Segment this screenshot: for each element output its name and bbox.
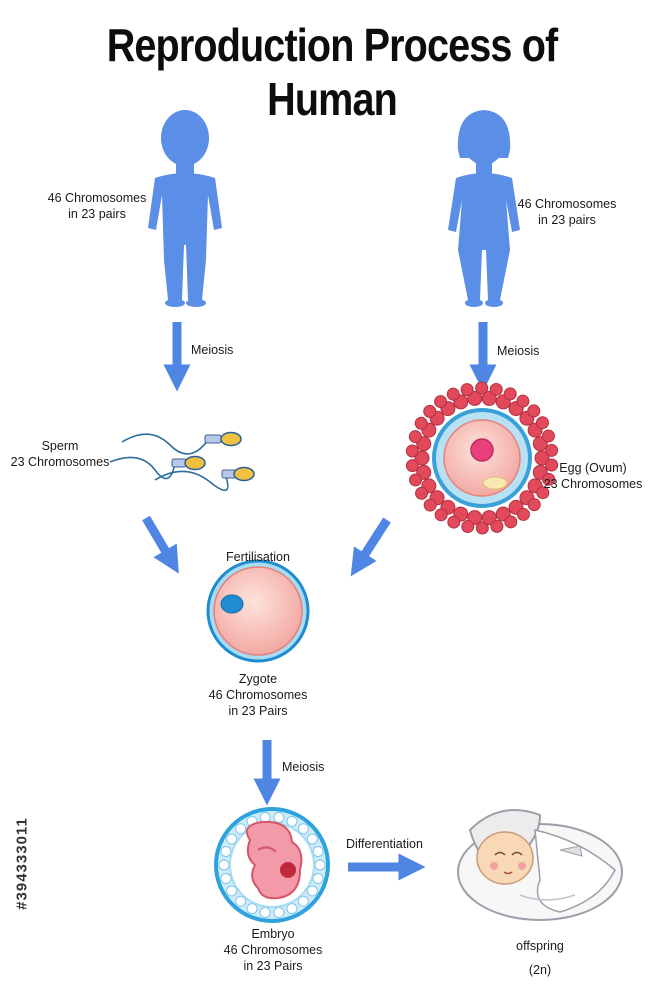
female-silhouette	[448, 110, 520, 307]
embryo-ring-cell	[286, 903, 298, 915]
zygote-pairs: in 23 Pairs	[228, 704, 288, 718]
follicle-cell	[489, 382, 503, 396]
follicle-cell	[447, 515, 461, 529]
follicle-cell	[409, 473, 423, 487]
male-chromosomes-text: 46 Chromosomes	[47, 191, 147, 205]
follicle-cell	[545, 458, 559, 472]
follicle-cell	[405, 459, 419, 473]
egg-ovum	[405, 381, 559, 535]
embryo-ring-cell	[235, 895, 247, 907]
embryo-pairs: in 23 Pairs	[243, 959, 303, 973]
follicle-cell	[475, 381, 489, 395]
follicle-cell	[414, 416, 428, 430]
offspring-ploidy: (2n)	[528, 963, 552, 977]
arrow-sperm-to-zygote	[142, 515, 179, 574]
zygote-meiosis-label: Meiosis	[282, 760, 325, 774]
zygote-name: Zygote	[238, 672, 278, 686]
fertilisation-label: Fertilisation	[226, 550, 290, 564]
zygote-chromosomes: 46 Chromosomes	[208, 688, 308, 702]
embryo-ring-cell	[218, 859, 230, 871]
embryo-ring-cell	[306, 885, 318, 897]
baby-offspring	[457, 809, 623, 921]
follicle-cell	[545, 443, 559, 457]
follicle-cell	[460, 383, 474, 397]
sperm-label: Sperm 23 Chromosomes	[10, 438, 110, 470]
egg-label: Egg (Ovum) 23 Chromosomes	[538, 460, 648, 492]
sperm-cell	[121, 431, 242, 455]
follicle-cell	[516, 394, 530, 408]
sperm-chromosomes: 23 Chromosomes	[10, 455, 110, 469]
embryo-ring-cell	[297, 823, 309, 835]
follicle-cell	[415, 486, 429, 500]
sperm-cell	[154, 466, 255, 492]
follicle-cell	[527, 404, 541, 418]
embryo-name: Embryo	[251, 927, 295, 941]
follicle-cell	[461, 520, 475, 534]
male-silhouette	[148, 110, 222, 307]
offspring-name: offspring	[516, 939, 564, 953]
embryo-ring-cell	[286, 815, 298, 827]
follicle-cell	[434, 508, 448, 522]
egg-name: Egg (Ovum)	[559, 461, 627, 475]
embryo-ring-cell	[226, 885, 238, 897]
female-chromosomes-text: 46 Chromosomes	[517, 197, 617, 211]
zygote-cell	[206, 559, 310, 663]
follicle-cell	[535, 416, 549, 430]
follicle-cell	[405, 444, 419, 458]
follicle-cell	[434, 395, 448, 409]
follicle-cell	[516, 507, 530, 521]
arrows	[142, 322, 497, 881]
stock-id-watermark: #394333011	[13, 817, 31, 910]
embryo-label: Embryo 46 Chromosomes in 23 Pairs	[213, 926, 333, 974]
male-meiosis-label: Meiosis	[191, 343, 234, 357]
follicle-cell	[503, 387, 517, 401]
embryo-ring-cell	[259, 907, 271, 919]
embryo-ring-cell	[314, 859, 326, 871]
follicle-cell	[536, 486, 550, 500]
embryo-ring-cell	[312, 845, 324, 857]
female-pairs-text: in 23 pairs	[538, 213, 596, 227]
embryo-ring-cell	[226, 833, 238, 845]
follicle-cell	[408, 430, 422, 444]
arrow-egg-to-zygote	[350, 517, 391, 577]
sperm-cell	[109, 455, 206, 480]
follicle-cell	[414, 450, 430, 466]
follicle-cell	[423, 404, 437, 418]
follicle-cell	[534, 450, 550, 466]
embryo-ring-cell	[273, 907, 285, 919]
embryo-cell	[214, 807, 330, 923]
female-meiosis-label: Meiosis	[497, 344, 540, 358]
egg-chromosomes: 23 Chromosomes	[543, 477, 643, 491]
male-chromosome-label: 46 Chromosomes in 23 pairs	[38, 190, 156, 222]
follicle-cell	[475, 521, 489, 535]
follicle-cell	[446, 387, 460, 401]
follicle-cell	[490, 519, 504, 533]
female-chromosome-label: 46 Chromosomes in 23 pairs	[508, 196, 626, 228]
sperm-name: Sperm	[41, 439, 79, 453]
follicle-cell	[504, 515, 518, 529]
sperm-cells	[109, 431, 255, 492]
embryo-ring-cell	[235, 823, 247, 835]
embryo-ring-cell	[297, 895, 309, 907]
embryo-ring-cell	[220, 845, 232, 857]
page-title: Reproduction Process of Human	[106, 19, 558, 125]
embryo-ring-cell	[246, 903, 258, 915]
offspring-label: offspring (2n)	[490, 938, 590, 978]
follicle-cell	[542, 472, 556, 486]
follicle-cell	[541, 429, 555, 443]
embryo-ring-cell	[220, 873, 232, 885]
male-pairs-text: in 23 pairs	[68, 207, 126, 221]
embryo-ring-cell	[273, 811, 285, 823]
follicle-cell	[527, 498, 541, 512]
follicle-cell	[423, 498, 437, 512]
embryo-chromosomes: 46 Chromosomes	[223, 943, 323, 957]
embryo-ring-cell	[312, 873, 324, 885]
differentiation-label: Differentiation	[346, 837, 423, 851]
zygote-label: Zygote 46 Chromosomes in 23 Pairs	[198, 671, 318, 719]
embryo-ring-cell	[306, 833, 318, 845]
